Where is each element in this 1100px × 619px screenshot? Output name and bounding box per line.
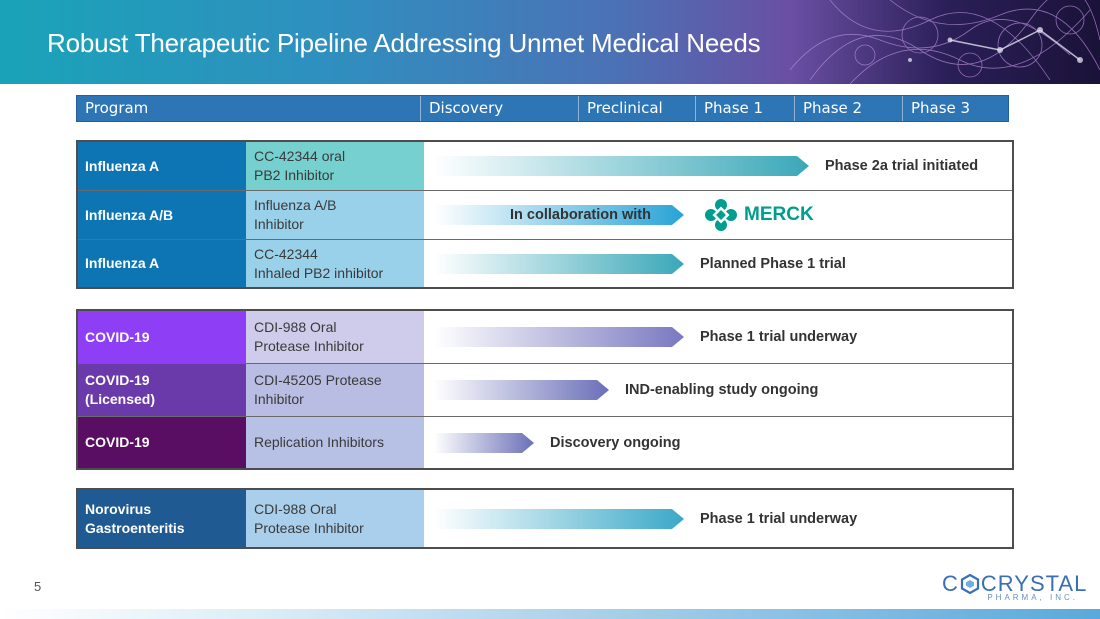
program-name: Norovirus (85, 500, 152, 517)
description-line: CDI-988 Oral (254, 500, 337, 517)
program-name: COVID-19 (85, 434, 150, 450)
hexagon-icon (960, 574, 979, 594)
program-label: Influenza A/B (78, 191, 246, 239)
pipeline-header: Program Discovery Preclinical Phase 1 Ph… (76, 95, 1009, 122)
program-name: Influenza A (85, 157, 160, 174)
program-label: Influenza A (78, 240, 246, 287)
status-text: Discovery ongoing (550, 434, 681, 451)
progress-arrow (434, 380, 609, 400)
status-text: Planned Phase 1 trial (700, 255, 846, 272)
header-program: Program (77, 96, 421, 121)
program-name: Influenza A/B (85, 206, 174, 223)
description-line: Inhaled PB2 inhibitor (254, 264, 384, 281)
description-line: CC-42344 oral (254, 148, 346, 164)
logo-subtitle: PHARMA, INC. (987, 593, 1078, 602)
description-line: Replication Inhibitors (254, 434, 384, 450)
merck-logo: MERCK (704, 198, 814, 232)
program-label: COVID-19 (78, 311, 246, 363)
footer-gradient-bar (0, 609, 1100, 619)
progress-arrow (434, 508, 684, 529)
header-preclinical: Preclinical (579, 96, 696, 121)
logo-letter: C (942, 571, 959, 596)
merck-logo-text: MERCK (744, 204, 814, 225)
program-name: COVID-19 (85, 328, 150, 345)
logo-wordmark: C CRYSTAL (942, 571, 1087, 597)
page-number: 5 (34, 579, 42, 594)
program-label: COVID-19 (Licensed) (78, 364, 246, 416)
description-line: CDI-988 Oral (254, 319, 337, 335)
logo-letters: CRYSTAL (980, 571, 1088, 596)
program-name: COVID-19 (85, 372, 150, 388)
program-label: Influenza A (78, 142, 246, 190)
description-line: PB2 Inhibitor (254, 167, 335, 183)
program-name: Gastroenteritis (85, 519, 185, 536)
pipeline-row: COVID-19 Replication Inhibitors Discover… (78, 417, 1012, 468)
description-line: Protease Inhibitor (254, 519, 364, 536)
cocrystal-logo: C CRYSTAL PHARMA, INC. (942, 571, 1086, 605)
program-description: Influenza A/B Inhibitor (246, 191, 424, 239)
header-phase1: Phase 1 (696, 96, 795, 121)
description-line: Influenza A/B (254, 197, 337, 213)
status-text: Phase 2a trial initiated (825, 158, 979, 174)
pipeline-row: Influenza A/B Influenza A/B Inhibitor In … (78, 191, 1012, 240)
status-text: Phase 1 trial underway (700, 329, 858, 345)
progress-arrow (434, 156, 809, 176)
description-line: CDI-45205 Protease (254, 372, 382, 388)
title-banner: Robust Therapeutic Pipeline Addressing U… (0, 0, 1100, 84)
slide-title: Robust Therapeutic Pipeline Addressing U… (47, 28, 761, 58)
description-line: Inhibitor (254, 391, 304, 407)
header-discovery: Discovery (421, 96, 579, 121)
program-description: Replication Inhibitors (246, 417, 424, 468)
description-line: Protease Inhibitor (254, 338, 364, 354)
status-text: Phase 1 trial underway (700, 510, 858, 527)
merck-logo-icon (705, 199, 737, 231)
status-text: IND-enabling study ongoing (625, 382, 819, 398)
progress-arrow (434, 432, 534, 453)
header-phase3: Phase 3 (911, 99, 971, 117)
progress-arrow (434, 205, 684, 225)
program-name: Influenza A (85, 255, 160, 271)
progress-arrow (434, 253, 684, 274)
description-line: CC-42344 (254, 245, 318, 262)
progress-arrow (434, 327, 684, 347)
program-name: (Licensed) (85, 391, 156, 407)
status-text: In collaboration with (510, 207, 651, 223)
molecule-graphic (789, 0, 1100, 84)
program-label: COVID-19 (78, 417, 246, 468)
header-phase2: Phase 2 (795, 96, 903, 121)
description-line: Inhibitor (254, 216, 304, 232)
